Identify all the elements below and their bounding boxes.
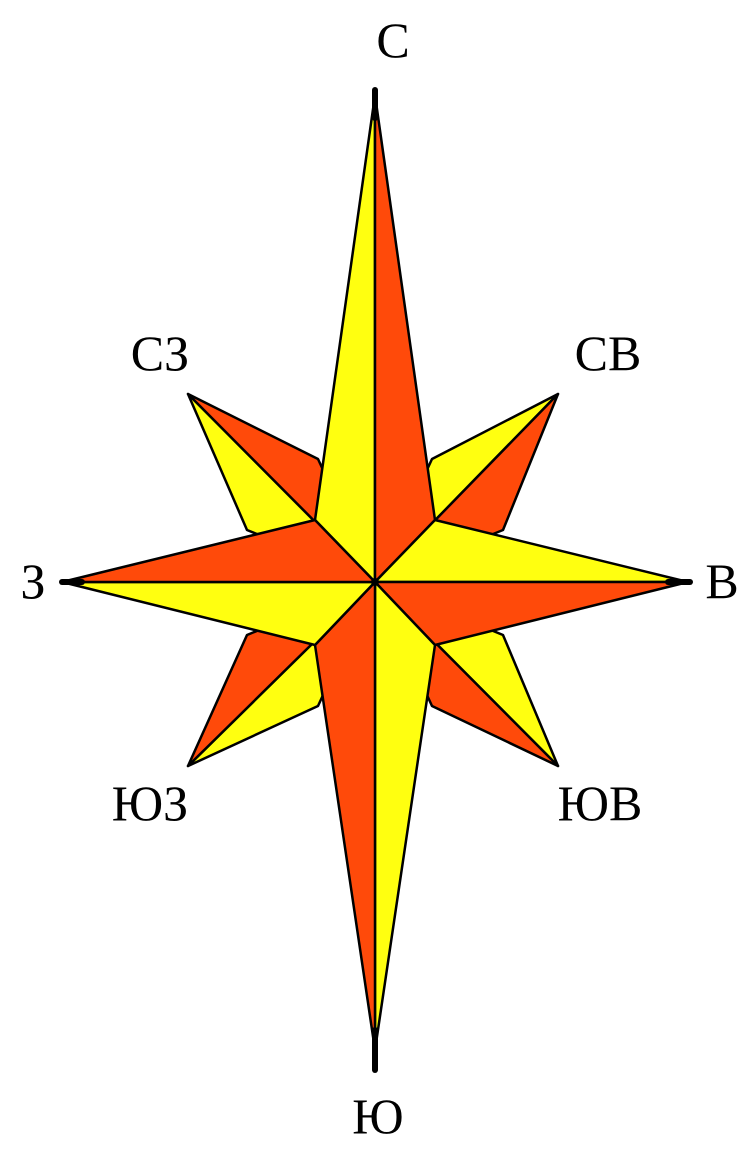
label-east: В <box>705 553 738 609</box>
point-north-right-half <box>375 95 435 582</box>
point-south-right-half <box>315 582 375 1050</box>
point-north-left-half <box>315 95 375 582</box>
label-southeast: ЮВ <box>558 775 643 831</box>
label-northeast: СВ <box>575 325 642 381</box>
label-west: З <box>20 553 45 609</box>
compass-rose-star <box>62 90 690 1070</box>
label-north: С <box>376 12 409 68</box>
point-south-left-half <box>375 582 435 1050</box>
label-south: Ю <box>352 1088 403 1144</box>
center-dot <box>371 578 379 586</box>
label-southwest: ЮЗ <box>112 775 188 831</box>
label-northwest: СЗ <box>131 325 189 381</box>
